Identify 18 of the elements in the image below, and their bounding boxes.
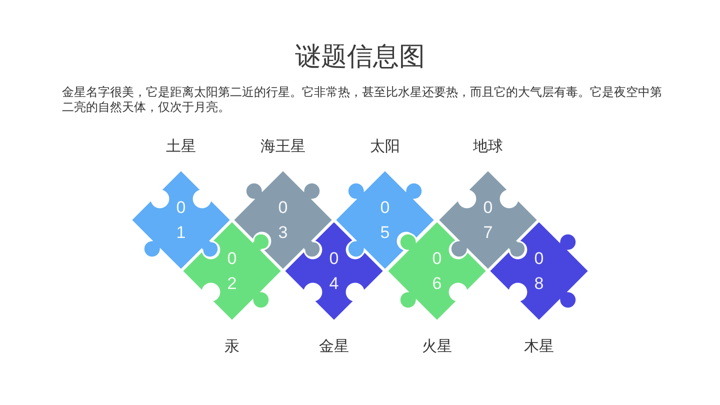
planet-label: 金星 [319,338,349,356]
description-text: 金星名字很美，它是距离太阳第二近的行星。它非常热，甚至比水星还要热，而且它的大气层有毒。它是夜空中第二亮的自然天体，仅次于月亮。 [62,85,662,114]
planet-label: 土星 [166,138,196,156]
piece-number: 08 [534,248,544,295]
planet-label: 地球 [473,138,503,156]
piece-number: 05 [380,197,390,244]
page-title: 谜题信息图 [295,40,425,72]
planet-label: 汞 [224,338,240,356]
planet-label: 木星 [524,338,554,356]
planet-label: 火星 [422,338,452,356]
piece-number: 06 [432,248,442,295]
piece-number: 01 [176,197,186,244]
planet-label: 海王星 [260,138,306,156]
planet-label: 太阳 [370,138,400,156]
piece-number: 02 [227,248,237,295]
piece-number: 04 [329,248,339,295]
piece-number: 03 [278,197,288,244]
piece-number: 07 [483,197,493,244]
